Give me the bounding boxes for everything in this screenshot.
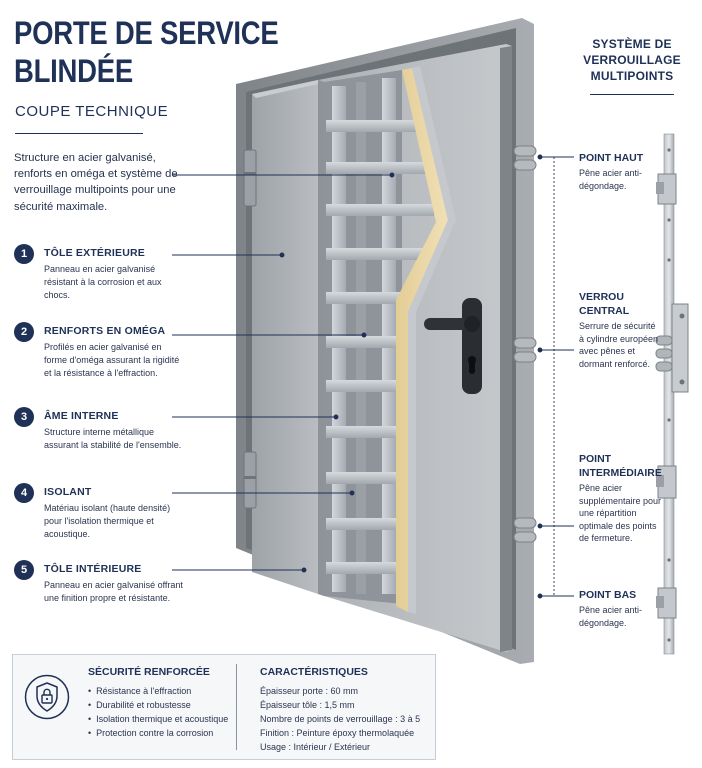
- lock-point-desc: Pêne acier supplémentaire pour une répar…: [579, 483, 662, 544]
- central-bolt: [513, 337, 537, 363]
- list-item: Nombre de points de verrouillage : 3 à 5: [260, 714, 421, 724]
- lock-point-title: POINT HAUT: [579, 152, 644, 164]
- lock-point-desc: Pêne acier anti-dégondage.: [579, 605, 643, 628]
- top-bolt: [513, 145, 537, 171]
- right-leader-lines: [537, 154, 574, 599]
- page-subtitle: COUPE TECHNIQUE: [15, 103, 169, 120]
- component-title: TÔLE EXTÉRIEURE: [44, 247, 146, 259]
- insulation-layer: [396, 68, 448, 612]
- title-line-2: BLINDÉE: [14, 53, 133, 89]
- list-item: Résistance à l'effraction: [88, 684, 228, 698]
- security-list: Résistance à l'effraction Durabilité et …: [88, 684, 228, 740]
- list-item: Usage : Intérieur / Extérieur: [260, 742, 371, 752]
- lock-point-desc: Serrure de sécurité à cylindre européen …: [579, 321, 659, 369]
- list-item: Protection contre la corrosion: [88, 726, 228, 740]
- multipoint-lock-rail: [655, 133, 689, 655]
- lock-point-desc: Pêne acier anti-dégondage.: [579, 168, 643, 191]
- panel-divider: [236, 664, 237, 750]
- component-title: ÂME INTERNE: [44, 410, 119, 422]
- locking-system-title: SYSTÈME DE VERROUILLAGE MULTIPOINTS: [583, 37, 681, 83]
- title-underline: [15, 133, 143, 134]
- lock-point-title: VERROU CENTRAL: [579, 291, 630, 317]
- lock-point-top: POINT HAUT Pêne acier anti-dégondage.: [579, 151, 679, 192]
- number-badge: 3: [14, 407, 34, 427]
- component-title: TÔLE INTÉRIEURE: [44, 563, 142, 575]
- lock-point-title: POINT BAS: [579, 589, 637, 601]
- list-item: Isolation thermique et acoustique: [88, 712, 228, 726]
- component-desc: Structure interne métallique assurant la…: [44, 427, 182, 450]
- list-item: Durabilité et robustesse: [88, 698, 228, 712]
- lower-hinge: [243, 451, 257, 509]
- component-desc: Profilés en acier galvanisé en forme d'o…: [44, 342, 180, 378]
- rail-central-lock: [655, 303, 689, 393]
- shield-lock-icon: [24, 674, 70, 720]
- number-badge: 1: [14, 244, 34, 264]
- component-title: ISOLANT: [44, 486, 92, 498]
- specs-list: Épaisseur porte : 60 mm Épaisseur tôle :…: [260, 684, 420, 754]
- list-item: Épaisseur porte : 60 mm: [260, 686, 359, 696]
- rail-screws: [667, 148, 671, 642]
- page-title: PORTE DE SERVICE BLINDÉE: [14, 14, 298, 90]
- rail-bottom-point: [656, 587, 677, 619]
- security-title: SÉCURITÉ RENFORCÉE: [88, 666, 210, 678]
- lock-point-central: VERROU CENTRAL Serrure de sécurité à cyl…: [579, 290, 679, 370]
- number-badge: 4: [14, 483, 34, 503]
- locking-system-underline: [590, 94, 674, 95]
- lock-point-title: POINT INTERMÉDIAIRE: [579, 453, 662, 479]
- list-item: Finition : Peinture époxy thermolaquée: [260, 728, 415, 738]
- number-badge: 5: [14, 560, 34, 580]
- component-desc: Panneau en acier galvanisé résistant à l…: [44, 264, 162, 300]
- rail-top-point: [656, 173, 677, 205]
- exterior-skin-panel: [252, 80, 324, 596]
- door-handle: [424, 298, 482, 394]
- list-item: Épaisseur tôle : 1,5 mm: [260, 700, 355, 710]
- lock-point-bottom: POINT BAS Pêne acier anti-dégondage.: [579, 588, 679, 629]
- rail-intermediate-point: [656, 465, 677, 499]
- upper-hinge: [243, 149, 257, 207]
- locking-bolts: [513, 145, 537, 543]
- specs-title: CARACTÉRISTIQUES: [260, 666, 368, 678]
- component-desc: Matériau isolant (haute densité) pour l'…: [44, 503, 171, 539]
- lock-point-intermediate: POINT INTERMÉDIAIRE Pêne acier supplémen…: [579, 452, 679, 545]
- omega-reinforcements: [326, 120, 434, 574]
- intermediate-bolt: [513, 517, 537, 543]
- intro-text: Structure en acier galvanisé, renforts e…: [14, 152, 178, 213]
- component-title: RENFORTS EN OMÉGA: [44, 325, 166, 337]
- number-badge: 2: [14, 322, 34, 342]
- title-line-1: PORTE DE SERVICE: [14, 15, 279, 51]
- left-leader-lines: [172, 172, 395, 573]
- interior-skin-panel: [408, 66, 456, 614]
- component-desc: Panneau en acier galvanisé offrant une f…: [44, 580, 183, 603]
